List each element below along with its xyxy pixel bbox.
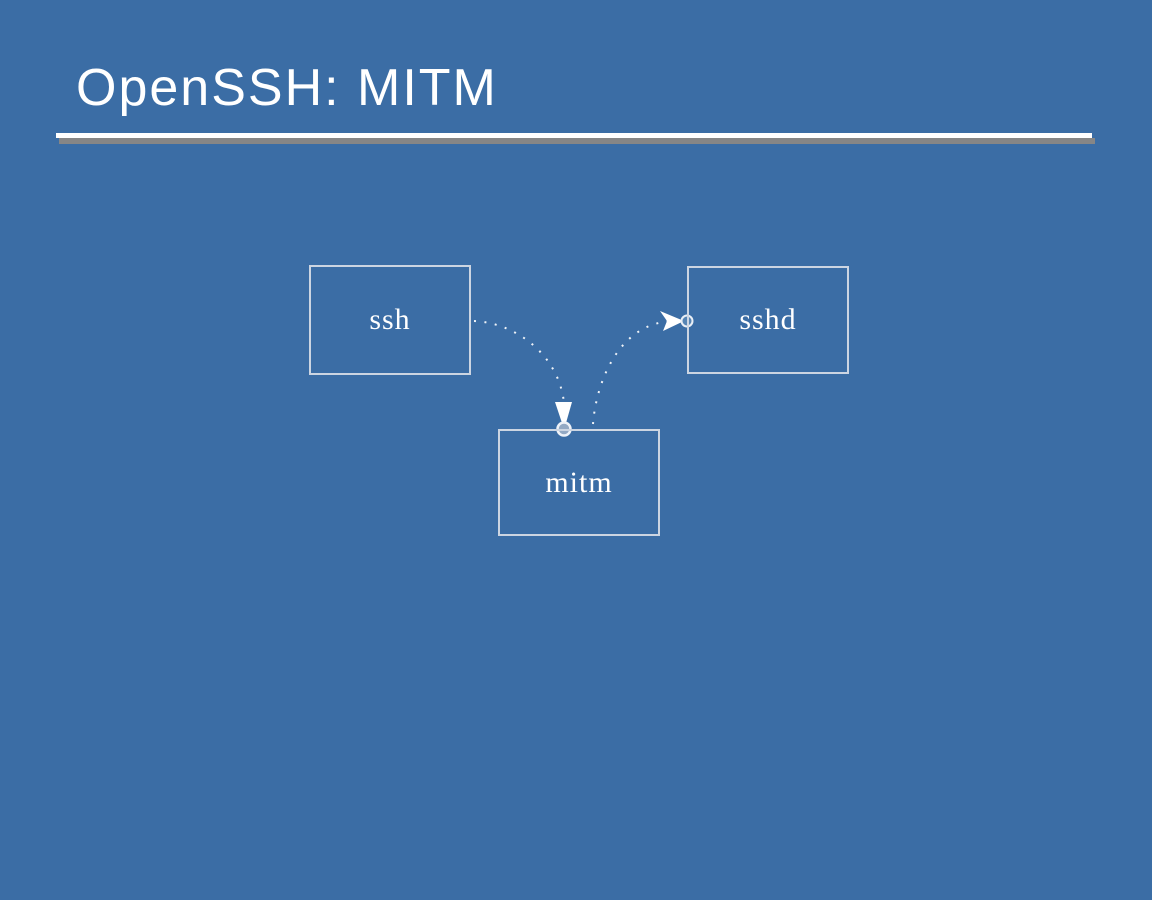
connector-mitm-to-sshd [592,320,675,425]
title-rule [56,133,1092,138]
node-ssh-label: ssh [369,303,411,336]
node-sshd: sshd [687,266,849,374]
node-ssh: ssh [309,265,471,375]
node-mitm: mitm [498,429,660,536]
arrowhead-into-sshd-icon [660,311,684,331]
arrowhead-into-mitm-icon [555,402,572,423]
title-rule-shadow [59,138,1095,144]
connector-ssh-to-mitm [473,320,565,404]
node-sshd-label: sshd [739,303,797,336]
slide-title: OpenSSH: MITM [76,59,498,117]
node-mitm-label: mitm [545,465,613,499]
